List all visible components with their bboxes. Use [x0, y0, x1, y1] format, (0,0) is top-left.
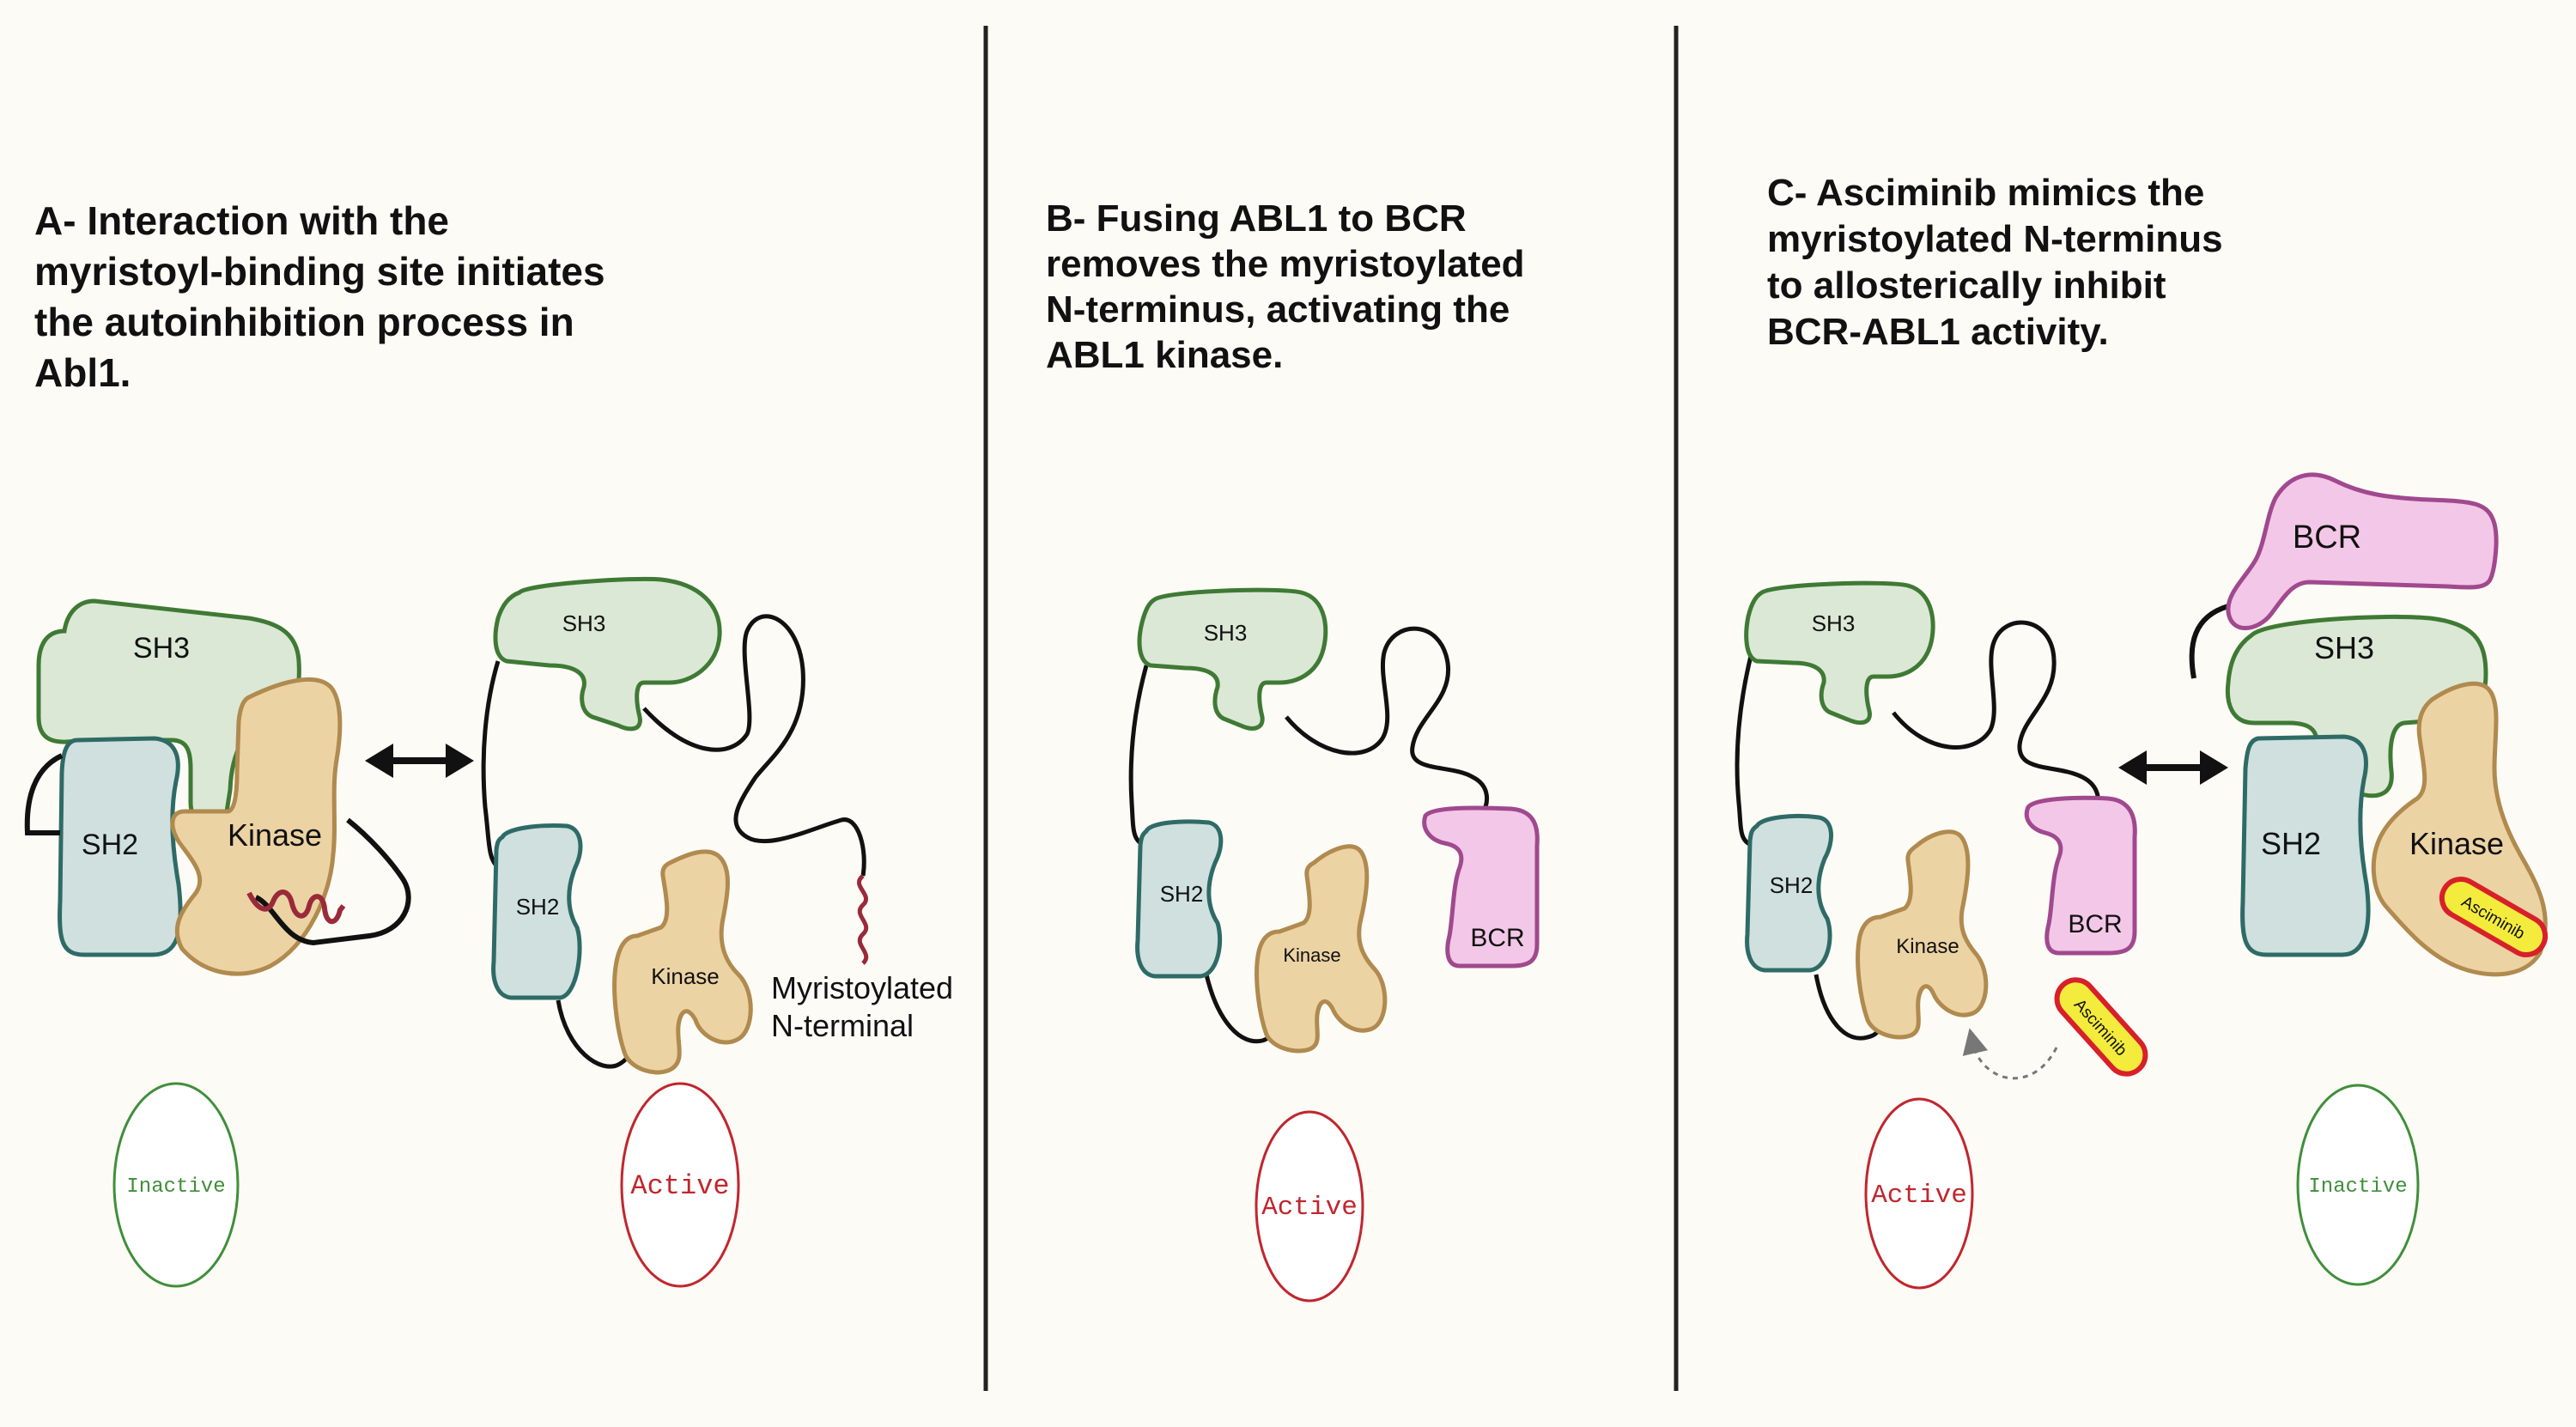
- active-label: Active: [1871, 1181, 1967, 1211]
- sh2-domain: [491, 823, 583, 1000]
- kinase-label: Kinase: [1896, 935, 1959, 958]
- linker: [481, 660, 501, 869]
- state-active-c: Active: [1864, 1097, 1974, 1290]
- state-active-a: Active: [620, 1082, 740, 1288]
- inactive-label: Inactive: [126, 1175, 225, 1199]
- bcr-label: BCR: [2068, 910, 2122, 938]
- sh2-label: SH2: [516, 894, 560, 920]
- sh2-label: SH2: [2261, 826, 2321, 861]
- n-terminal-label: N-terminal: [771, 1008, 914, 1043]
- kinase-label: Kinase: [2409, 826, 2504, 861]
- linker: [1128, 665, 1149, 848]
- panel-a-title: A- Interaction with the myristoyl-bindin…: [34, 198, 605, 395]
- linker: [254, 817, 411, 946]
- sh3-domain: [36, 598, 301, 826]
- panel-a-active-labels: SH3 SH2 Kinase Myristoylated N-terminal: [516, 610, 953, 1043]
- bcr-label: BCR: [2293, 519, 2361, 556]
- panel-b-title: B- Fusing ABL1 to BCR removes the myrist…: [1046, 197, 1525, 376]
- sh3-domain: [493, 576, 722, 732]
- myristoyl-chain: [857, 874, 869, 965]
- sh2-domain: [1135, 819, 1224, 979]
- sh3-domain: [1744, 580, 1935, 726]
- linker: [1892, 620, 2101, 817]
- sh3-domain: [2225, 614, 2488, 799]
- bcr-domain: [1422, 805, 1540, 969]
- myristoylated-label: Myristoylated: [771, 970, 953, 1005]
- panel-c-title: C- Asciminib mimics the myristoylated N-…: [1767, 172, 2223, 353]
- sh3-label: SH3: [1204, 620, 1248, 646]
- linker: [1735, 652, 1754, 848]
- kinase-domain: [1856, 829, 1989, 1040]
- equilibrium-arrow-a: [365, 744, 474, 778]
- state-active-b: Active: [1255, 1110, 1364, 1303]
- asciminib-free: Asciminib: [2054, 977, 2148, 1077]
- sh3-domain: [1137, 587, 1328, 731]
- panel-b-active-complex: [1128, 587, 1540, 1054]
- sh2-domain: [2240, 734, 2371, 957]
- kinase-label: Kinase: [228, 817, 322, 853]
- panel-b-active-labels: SH3 SH2 Kinase BCR: [1160, 620, 1525, 966]
- panel-a-inactive-labels: SH3 SH2 Kinase: [82, 632, 322, 861]
- linker: [1285, 626, 1490, 817]
- kinase-domain: [170, 677, 343, 976]
- kinase-label: Kinase: [651, 963, 720, 989]
- bcr-label: BCR: [1470, 924, 1524, 952]
- linker: [2189, 604, 2229, 679]
- linker: [642, 614, 866, 877]
- panel-c-active-labels: SH3 SH2 Kinase BCR: [1770, 610, 2123, 958]
- bcr-domain: [2226, 472, 2499, 630]
- active-label: Active: [1261, 1193, 1358, 1223]
- panel-c-active-complex: Asciminib: [1735, 580, 2148, 1080]
- inactive-label: Inactive: [2308, 1175, 2407, 1199]
- state-inactive-a: Inactive: [112, 1082, 240, 1288]
- panel-a-inactive-complex: [24, 598, 411, 976]
- panel-c-inactive-complex: Asciminib: [2189, 472, 2549, 977]
- bcr-domain: [2024, 795, 2137, 956]
- myristoyl-chain: [246, 890, 346, 925]
- kinase-label: Kinase: [1283, 944, 1340, 966]
- sh2-label: SH2: [1770, 872, 1814, 898]
- linker: [24, 753, 64, 835]
- state-inactive-c: Inactive: [2296, 1084, 2420, 1286]
- panel-a-active-complex: [481, 576, 869, 1075]
- kinase-domain: [1255, 844, 1388, 1054]
- sh3-label: SH3: [133, 632, 190, 665]
- sh2-domain: [1745, 813, 1834, 973]
- sh3-label: SH3: [562, 610, 606, 636]
- sh3-label: SH3: [1812, 610, 1856, 636]
- inhibition-arrow: [1962, 1028, 2058, 1080]
- equilibrium-arrow-c: [2118, 750, 2228, 785]
- sh2-label: SH2: [82, 829, 138, 861]
- sh3-label: SH3: [2314, 630, 2374, 665]
- panel-c-inactive-labels: BCR SH3 SH2 Kinase: [2261, 519, 2504, 861]
- kinase-domain: [612, 849, 753, 1075]
- sh2-label: SH2: [1160, 881, 1204, 907]
- active-label: Active: [630, 1170, 729, 1202]
